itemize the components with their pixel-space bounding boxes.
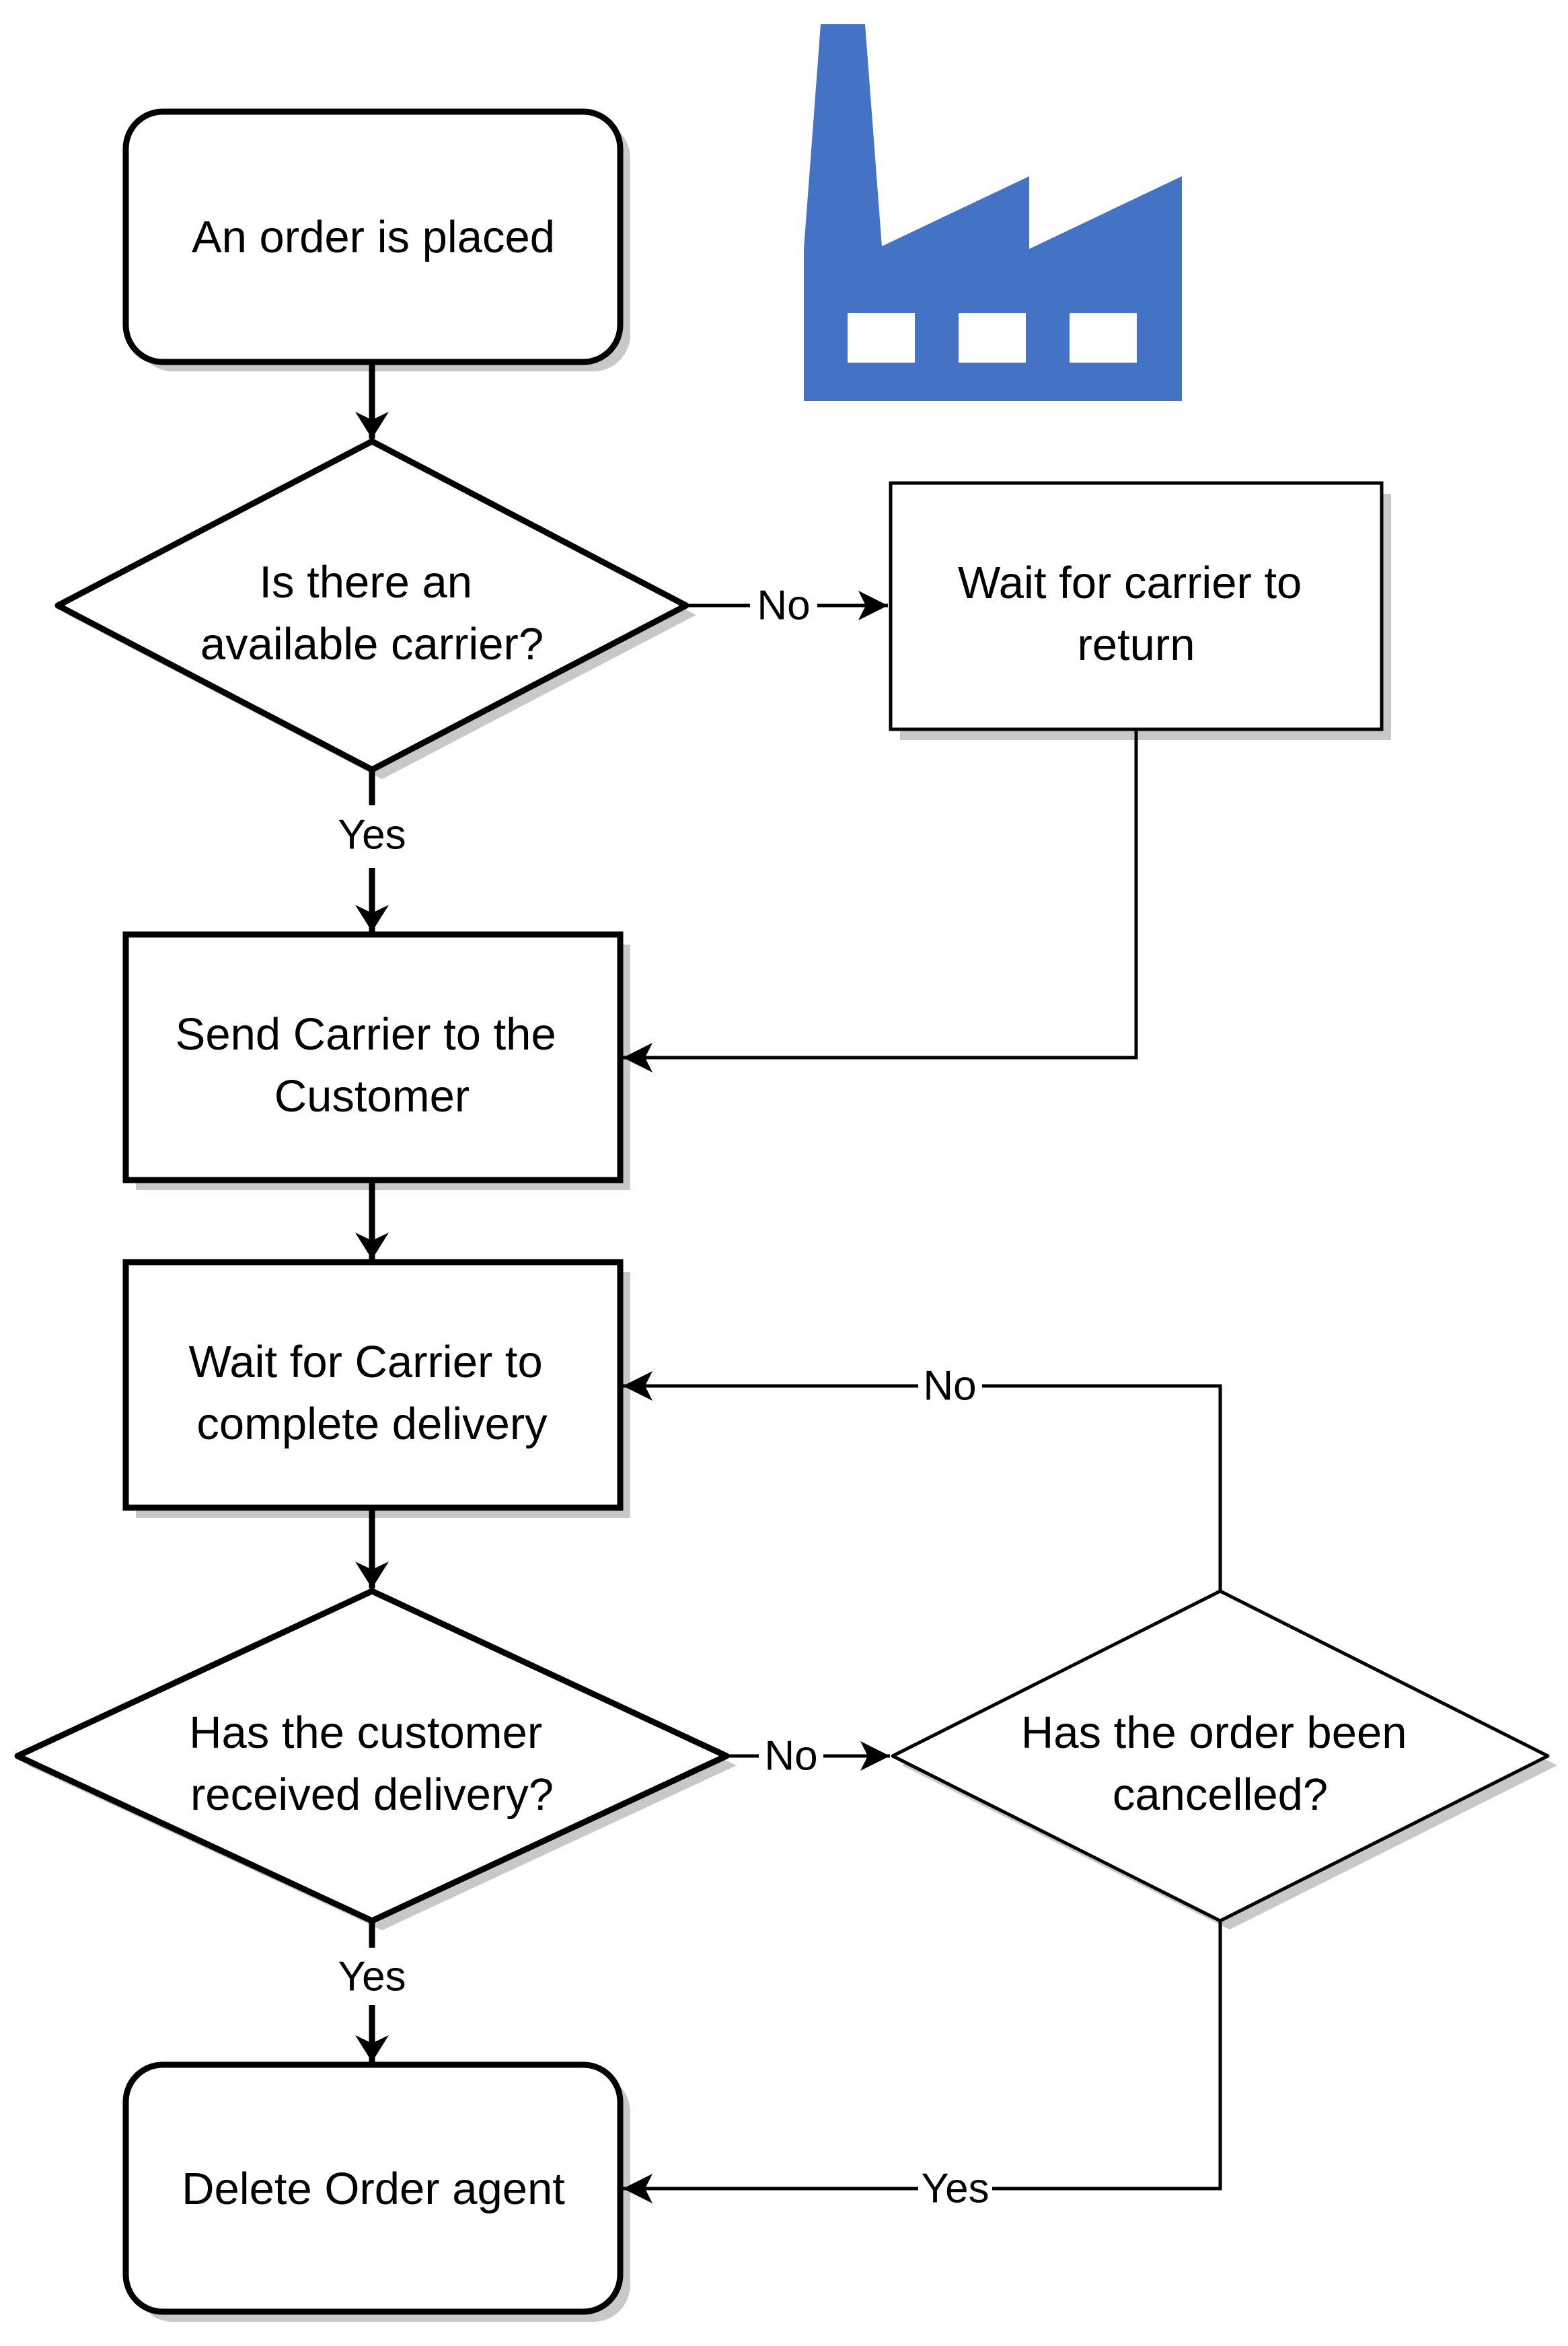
edge-label-yes: Yes bbox=[338, 1954, 406, 2000]
node-label: An order is placed bbox=[192, 212, 555, 262]
edge-return-to-send bbox=[623, 729, 1138, 1072]
node-label-line: Send Carrier to the bbox=[176, 1009, 556, 1060]
process-node-send-carrier: Send Carrier to the Customer bbox=[122, 931, 630, 1190]
node-label-line: An order is placed bbox=[192, 212, 555, 262]
process-node-wait-delivery: Wait for Carrier to complete delivery bbox=[122, 1259, 630, 1518]
start-node-order-placed: An order is placed bbox=[122, 108, 630, 371]
node-label: Has the order been cancelled? bbox=[1021, 1708, 1419, 1820]
end-node-delete-order: Delete Order agent bbox=[122, 2061, 630, 2322]
edge-label-yes: Yes bbox=[921, 2166, 989, 2212]
process-node-wait-carrier-return: Wait for carrier to return bbox=[889, 481, 1391, 740]
edge-received-no: No bbox=[726, 1733, 890, 1780]
node-label-line: complete delivery bbox=[196, 1399, 548, 1449]
node-label-line: Is there an bbox=[259, 557, 472, 608]
node-label-line: Wait for Carrier to bbox=[189, 1337, 543, 1387]
factory-icon bbox=[804, 24, 1182, 401]
edge-label-no: No bbox=[923, 1363, 976, 1409]
node-label-line: Has the customer bbox=[189, 1708, 542, 1758]
edge-cancelled-yes: Yes bbox=[623, 1921, 1222, 2212]
node-label: Wait for Carrier to complete delivery bbox=[189, 1337, 556, 1449]
node-label: Has the customer received delivery? bbox=[189, 1708, 555, 1820]
edge-received-yes: Yes bbox=[338, 1922, 406, 2062]
edge-label-yes: Yes bbox=[338, 812, 406, 858]
node-label-line: Wait for carrier to bbox=[958, 558, 1302, 608]
decision-node-delivery-received: Has the customer received delivery? bbox=[14, 1588, 737, 1930]
node-label-line: cancelled? bbox=[1113, 1769, 1328, 1820]
node-label-line: Has the order been bbox=[1021, 1708, 1407, 1758]
edge-label-no: No bbox=[764, 1733, 817, 1780]
node-label: Send Carrier to the Customer bbox=[176, 1009, 569, 1122]
node-label: Delete Order agent bbox=[182, 2164, 565, 2214]
edge-carrier-no: No bbox=[686, 583, 888, 629]
node-label-line: available carrier? bbox=[200, 619, 544, 669]
node-label: Is there an available carrier? bbox=[200, 557, 544, 669]
node-label: Wait for carrier to return bbox=[958, 558, 1314, 670]
node-label-line: return bbox=[1077, 620, 1195, 670]
decision-node-carrier-available: Is there an available carrier? bbox=[54, 438, 696, 779]
edge-label-no: No bbox=[757, 583, 810, 629]
node-label-line: received delivery? bbox=[190, 1769, 554, 1820]
node-label-line: Customer bbox=[274, 1071, 470, 1122]
decision-node-order-cancelled: Has the order been cancelled? bbox=[891, 1589, 1557, 1930]
node-label-line: Delete Order agent bbox=[182, 2164, 565, 2214]
edge-cancelled-no: No bbox=[623, 1363, 1222, 1591]
edge-carrier-yes: Yes bbox=[338, 771, 406, 932]
